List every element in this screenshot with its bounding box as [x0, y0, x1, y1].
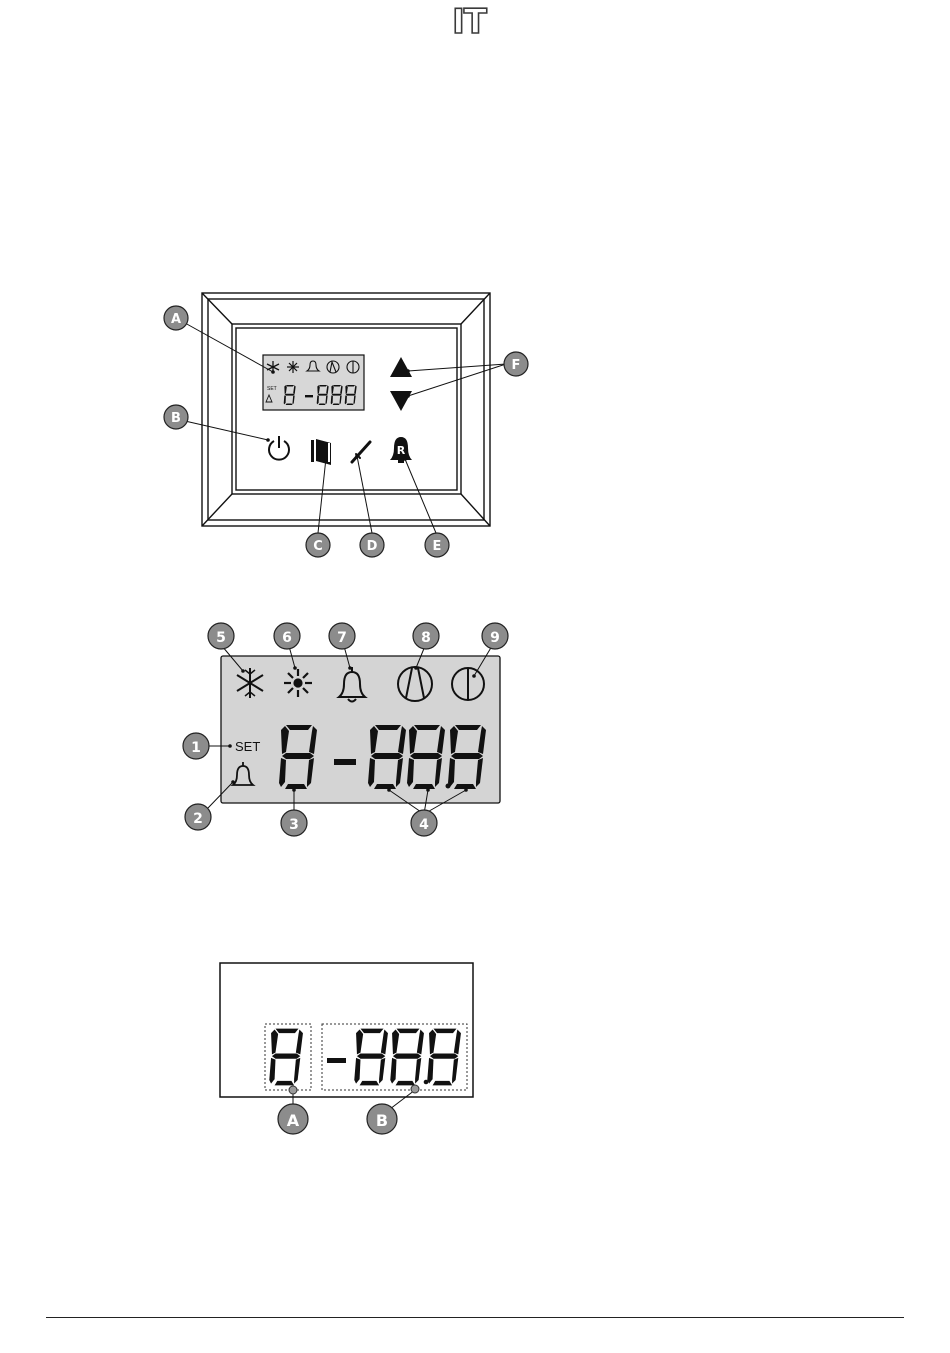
svg-text:A: A: [171, 312, 181, 327]
down-arrow-icon[interactable]: [390, 391, 412, 411]
lcd-detail: [221, 656, 500, 803]
svg-text:B: B: [171, 411, 181, 426]
digit-callout-B: B: [367, 1104, 397, 1134]
callout-8: 8: [413, 623, 439, 649]
callout-E: E: [425, 533, 449, 557]
lcd-dash: [334, 759, 356, 765]
up-arrow-icon[interactable]: [390, 357, 412, 377]
panel-lcd: SET: [263, 355, 364, 410]
panel-dash: [305, 395, 313, 397]
svg-text:3: 3: [289, 817, 299, 833]
svg-text:5: 5: [216, 630, 226, 646]
defrost-icon: [284, 669, 312, 697]
callout-6: 6: [274, 623, 300, 649]
digit-callout-A: A: [278, 1104, 308, 1134]
callout-7: 7: [329, 623, 355, 649]
callout-C: C: [306, 533, 330, 557]
svg-text:C: C: [313, 539, 323, 554]
callout-F: F: [504, 352, 528, 376]
callout-4: 4: [411, 810, 437, 836]
alarm-reset-letter: R: [397, 444, 406, 457]
svg-text:7: 7: [337, 630, 347, 646]
panel-set-label: SET: [267, 386, 277, 392]
svg-text:4: 4: [419, 817, 429, 833]
detail-dash: [327, 1058, 346, 1063]
lcd-set-label: SET: [235, 739, 260, 754]
svg-text:1: 1: [191, 740, 201, 756]
callout-D: D: [360, 533, 384, 557]
svg-text:9: 9: [490, 630, 500, 646]
alarm-reset-icon[interactable]: R: [390, 437, 412, 463]
door-icon[interactable]: [311, 439, 331, 465]
footer-rule: [46, 1317, 904, 1318]
svg-text:E: E: [433, 539, 442, 554]
svg-text:D: D: [367, 539, 378, 554]
callout-B: B: [164, 405, 188, 429]
svg-text:2: 2: [193, 811, 203, 827]
callout-3: 3: [281, 810, 307, 836]
svg-text:F: F: [512, 358, 521, 373]
callout-5: 5: [208, 623, 234, 649]
light-icon[interactable]: [352, 442, 370, 462]
svg-text:B: B: [376, 1111, 388, 1130]
callout-1: 1: [183, 733, 209, 759]
power-icon[interactable]: [269, 436, 289, 460]
svg-text:6: 6: [282, 630, 292, 646]
callout-A: A: [164, 306, 188, 330]
callout-2: 2: [185, 804, 211, 830]
svg-text:8: 8: [421, 630, 431, 646]
svg-text:A: A: [287, 1111, 300, 1130]
callout-9: 9: [482, 623, 508, 649]
